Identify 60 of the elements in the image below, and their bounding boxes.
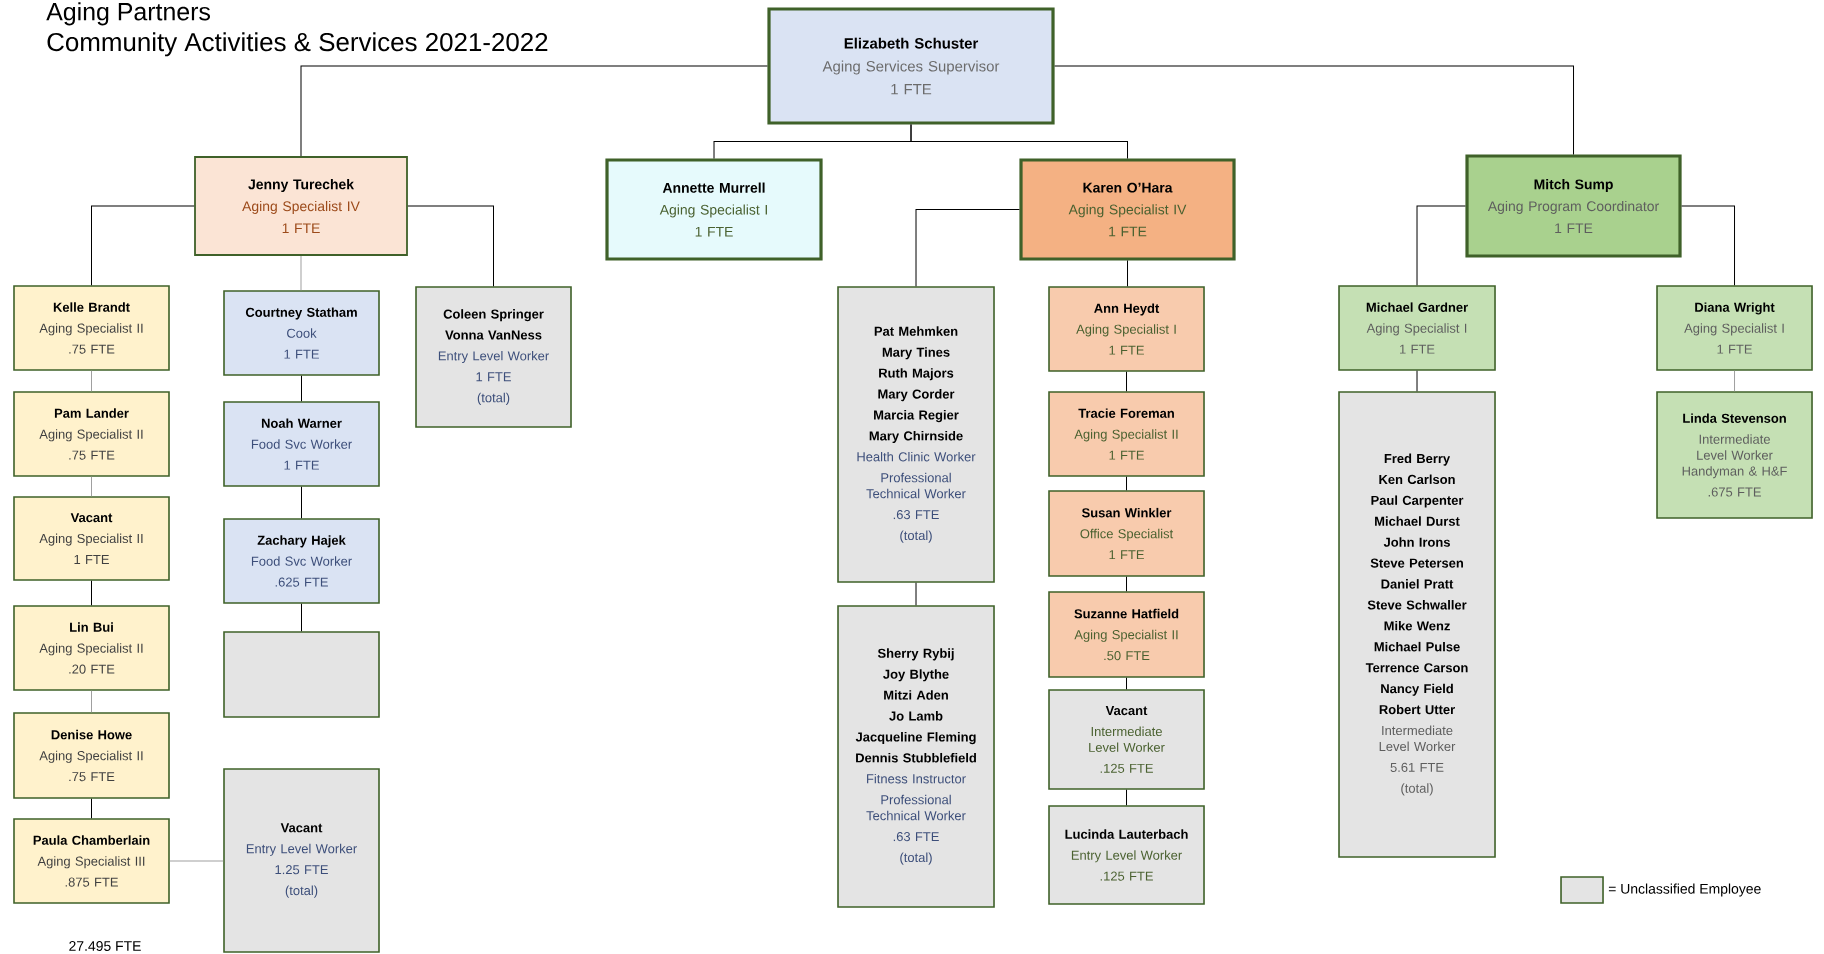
connector-line (1126, 576, 1127, 592)
connector-line (169, 860, 224, 862)
connector-line (301, 375, 302, 402)
connector-line (300, 255, 302, 291)
position-box: Jenny Turechek Aging Specialist IV 1 FTE (194, 156, 408, 256)
position-box: Vacant Intermediate Level Worker .125 FTE (1048, 689, 1205, 790)
position-box: Michael Gardner Aging Specialist I 1 FTE (1338, 285, 1496, 371)
connector-line (1681, 205, 1735, 286)
position-box: Elizabeth Schuster Aging Services Supervisor 1 FTE (767, 7, 1055, 125)
connector-line (1054, 65, 1574, 155)
connector-line (1126, 476, 1127, 491)
connector-line (300, 65, 768, 157)
position-box: Vacant Entry Level Worker 1.25 FTE (total) (223, 768, 380, 953)
staff-group-box: Fred Berry Ken Carlson Paul Carpenter Michael Durst John Irons Steve Petersen Daniel Pratt Steve Schwaller Mike Wenz Michael Pulse Terrence Carson Nancy Field Robert Utter Intermediate Level Worker 5.61 FTE (total) (1338, 391, 1496, 858)
staff-group-box: Pat Mehmken Mary Tines Ruth Majors Mary Corder Marcia Regier Mary Chirnside Health Clinic Worker Professional Technical Worker .63 FTE (total) (837, 286, 995, 583)
position-box: Ann Heydt Aging Specialist I 1 FTE (1048, 286, 1205, 372)
connector-line (1416, 205, 1466, 286)
connector-line (91, 370, 92, 392)
position-box: Noah Warner Food Svc Worker 1 FTE (223, 401, 380, 487)
position-box: Mitch Sump Aging Program Coordinator 1 FTE (1465, 154, 1682, 258)
empty-position-box (223, 631, 380, 718)
position-box: Tracie Foreman Aging Specialist II 1 FTE (1048, 391, 1205, 477)
connector-line (407, 205, 494, 287)
position-box: Suzanne Hatfield Aging Specialist II .50 FTE (1048, 591, 1205, 678)
position-box: Kelle Brandt Aging Specialist II .75 FTE (13, 285, 170, 371)
position-box: Karen O’Hara Aging Specialist IV 1 FTE (1019, 158, 1236, 261)
connector-line (910, 124, 1128, 159)
connector-line (1416, 370, 1418, 392)
legend-label: = Unclassified Employee (1608, 883, 1761, 897)
connector-line (91, 580, 92, 606)
connector-line (91, 690, 92, 713)
position-box: Pam Lander Aging Specialist II .75 FTE (13, 391, 170, 477)
connector-line (91, 798, 92, 819)
connector-line (1126, 371, 1127, 392)
connector-line (301, 603, 302, 632)
chart-subtitle: Community Activities & Services 2021-2022 (47, 32, 548, 57)
position-box: Susan Winkler Office Specialist 1 FTE (1048, 490, 1205, 577)
connector-line (915, 582, 917, 606)
position-box: Courtney Statham Cook 1 FTE (223, 290, 380, 376)
connector-line (301, 486, 302, 519)
connector-line (91, 205, 195, 286)
connector-line (915, 209, 1020, 287)
staff-group-box: Sherry Rybij Joy Blythe Mitzi Aden Jo Lamb Jacqueline Fleming Dennis Stubblefield Fitness Instructor Professional Technical Worker .63 FTE (total) (837, 605, 995, 908)
position-box: Lucinda Lauterbach Entry Level Worker .125 FTE (1048, 805, 1205, 905)
position-box: Lin Bui Aging Specialist II .20 FTE (13, 605, 170, 691)
chart-title: Aging Partners (46, 2, 210, 26)
connector-line (1127, 260, 1128, 287)
connector-line (1126, 789, 1127, 806)
connector-line (1126, 677, 1127, 690)
position-box: Zachary Hajek Food Svc Worker .625 FTE (223, 518, 380, 604)
position-box: Denise Howe Aging Specialist II .75 FTE (13, 712, 170, 799)
position-box: Coleen Springer Vonna VanNess Entry Level Worker 1 FTE (total) (415, 286, 572, 428)
position-box: Paula Chamberlain Aging Specialist III .875 FTE (13, 818, 170, 904)
position-box: Annette Murrell Aging Specialist I 1 FTE (605, 158, 823, 261)
total-fte-label: 27.495 FTE (69, 941, 141, 951)
connector-line (1734, 370, 1735, 392)
position-box: Vacant Aging Specialist II 1 FTE (13, 496, 170, 581)
position-box: Linda Stevenson Intermediate Level Worker Handyman & H&F .675 FTE (1656, 391, 1813, 519)
position-box: Diana Wright Aging Specialist I 1 FTE (1656, 285, 1813, 371)
connector-line (91, 476, 92, 497)
